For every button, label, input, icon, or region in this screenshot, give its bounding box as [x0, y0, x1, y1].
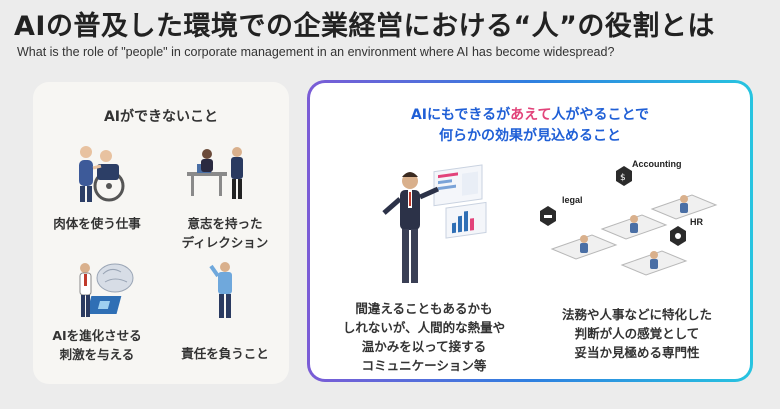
left-heading: AIができないこと — [103, 109, 219, 125]
page-subtitle: What is the role of "people" in corporat… — [17, 45, 615, 59]
item-stimulate-ai: AIを進化させる 刺激を与える — [33, 258, 161, 378]
item-physical-work: 肉体を使う仕事 — [33, 138, 161, 258]
presenter-dashboard-icon — [382, 164, 487, 283]
businessman-standing-icon — [209, 262, 232, 318]
item-label: AIを進化させる 刺激を与える — [52, 328, 142, 362]
page-title: AIの普及した環境での企業経営における“人”の役割とは — [14, 11, 715, 42]
right-panel-inner: AIにもできるがあえて人がやることで 何らかの効果が見込めること — [310, 83, 750, 379]
specialist-office-icon: $ — [540, 166, 718, 276]
human-warmth-text: 間違えることもあるかも しれないが、人間的な熱量や 温かみを以って接する コミュ… — [342, 301, 506, 373]
ai-brain-chip-icon — [79, 263, 134, 317]
tag-legal: legal — [562, 195, 583, 205]
left-panel: AIができないこと 肉体を使う仕事 — [33, 82, 289, 384]
specialist-judgment-text: 法務や人事などに特化した 判断が人の感覚として 妥当か見極める専門性 — [561, 307, 712, 360]
item-direction: 意志を持った ディレクション — [161, 138, 289, 258]
item-label: 意志を持った ディレクション — [181, 216, 269, 250]
svg-text:$: $ — [620, 173, 626, 183]
right-heading: AIにもできるがあえて人がやることで 何らかの効果が見込めること — [410, 107, 650, 144]
item-responsibility: 責任を負うこと — [161, 258, 289, 378]
caregiver-wheelchair-icon — [79, 146, 125, 202]
right-panel: AIにもできるがあえて人がやることで 何らかの効果が見込めること — [307, 80, 753, 382]
item-label: 責任を負うこと — [181, 346, 269, 361]
tag-accounting: Accounting — [632, 159, 682, 169]
tag-hr: HR — [690, 217, 703, 227]
director-meeting-icon — [187, 147, 243, 199]
item-label: 肉体を使う仕事 — [53, 216, 141, 231]
